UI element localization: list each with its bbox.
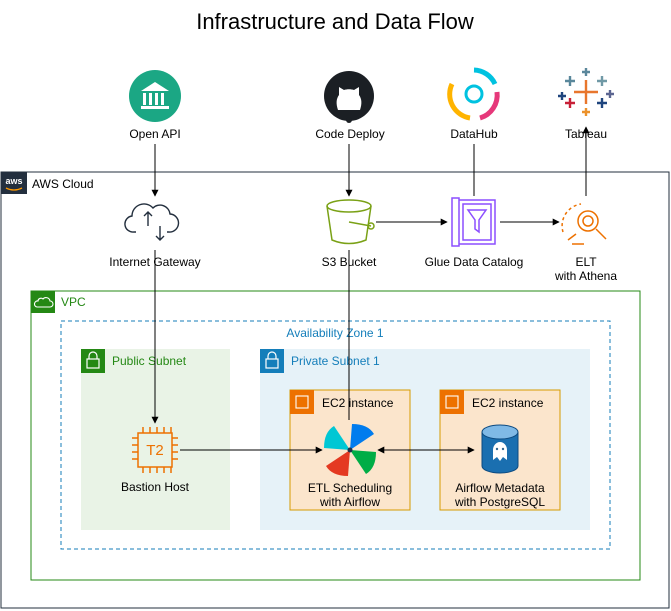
airflow-metadata-label: Airflow Metadata bbox=[455, 481, 545, 495]
airflow-pinwheel-icon bbox=[324, 424, 376, 476]
glue-catalog-label: Glue Data Catalog bbox=[425, 255, 524, 269]
elt-athena-label: with Athena bbox=[554, 269, 617, 283]
tableau-node: Tableau bbox=[558, 68, 614, 141]
public-subnet-label: Public Subnet bbox=[112, 354, 187, 368]
datahub-label: DataHub bbox=[450, 127, 498, 141]
ec2-instance-label-1: EC2 instance bbox=[322, 396, 394, 410]
availability-zone-label: Availability Zone 1 bbox=[286, 326, 383, 340]
svg-text:aws: aws bbox=[5, 176, 22, 186]
etl-label: ETL Scheduling bbox=[308, 481, 392, 495]
airflow-metadata-node: Airflow Metadata with PostgreSQL bbox=[454, 424, 545, 509]
elt-athena-node: ELT with Athena bbox=[554, 203, 617, 283]
ec2-chip-icon bbox=[440, 390, 464, 414]
code-deploy-label: Code Deploy bbox=[315, 127, 384, 141]
open-api-label: Open API bbox=[129, 127, 180, 141]
vpc-group: VPC bbox=[30, 290, 641, 581]
postgresql-database-icon bbox=[481, 424, 519, 474]
glue-catalog-icon bbox=[451, 197, 496, 247]
t2-badge: T2 bbox=[146, 442, 164, 459]
bastion-host-node: T2 Bastion Host bbox=[121, 427, 190, 494]
connectors bbox=[151, 126, 590, 454]
ec2-instance-label-2: EC2 instance bbox=[472, 396, 544, 410]
vpc-cloud-icon bbox=[31, 291, 55, 313]
internet-gateway-label: Internet Gateway bbox=[109, 255, 200, 269]
lock-icon bbox=[81, 349, 105, 373]
elt-label: ELT bbox=[575, 255, 597, 269]
bastion-host-label: Bastion Host bbox=[121, 480, 190, 494]
t2-instance-icon bbox=[132, 427, 178, 473]
bank-icon bbox=[129, 70, 181, 122]
aws-cloud-label: AWS Cloud bbox=[32, 177, 94, 191]
code-deploy-node: Code Deploy bbox=[315, 71, 385, 141]
open-api-node: Open API bbox=[129, 70, 181, 141]
aws-cloud-group: aws AWS Cloud bbox=[0, 171, 670, 609]
github-icon bbox=[324, 71, 374, 123]
private-subnet-label: Private Subnet 1 bbox=[291, 354, 380, 368]
cloud-gateway-icon bbox=[124, 203, 180, 241]
tableau-label: Tableau bbox=[565, 127, 607, 141]
s3-bucket-label: S3 Bucket bbox=[322, 255, 377, 269]
ec2-chip-icon bbox=[290, 390, 314, 414]
etl-airflow-label: with Airflow bbox=[319, 495, 380, 509]
aws-logo-icon: aws bbox=[1, 172, 27, 194]
glue-catalog-node: Glue Data Catalog bbox=[425, 197, 524, 269]
s3-bucket-node: S3 Bucket bbox=[322, 199, 377, 269]
availability-zone-group: Availability Zone 1 bbox=[60, 320, 611, 550]
diagram-title: Infrastructure and Data Flow bbox=[196, 9, 474, 34]
bucket-icon bbox=[326, 199, 375, 245]
airflow-postgres-label: with PostgreSQL bbox=[454, 495, 545, 509]
tableau-icon bbox=[558, 68, 614, 116]
vpc-label: VPC bbox=[61, 295, 86, 309]
lock-icon bbox=[260, 349, 284, 373]
athena-icon bbox=[561, 203, 607, 245]
internet-gateway-node: Internet Gateway bbox=[109, 203, 201, 269]
datahub-icon bbox=[447, 67, 500, 121]
datahub-node: DataHub bbox=[447, 67, 500, 141]
airflow-node: ETL Scheduling with Airflow bbox=[308, 424, 392, 509]
